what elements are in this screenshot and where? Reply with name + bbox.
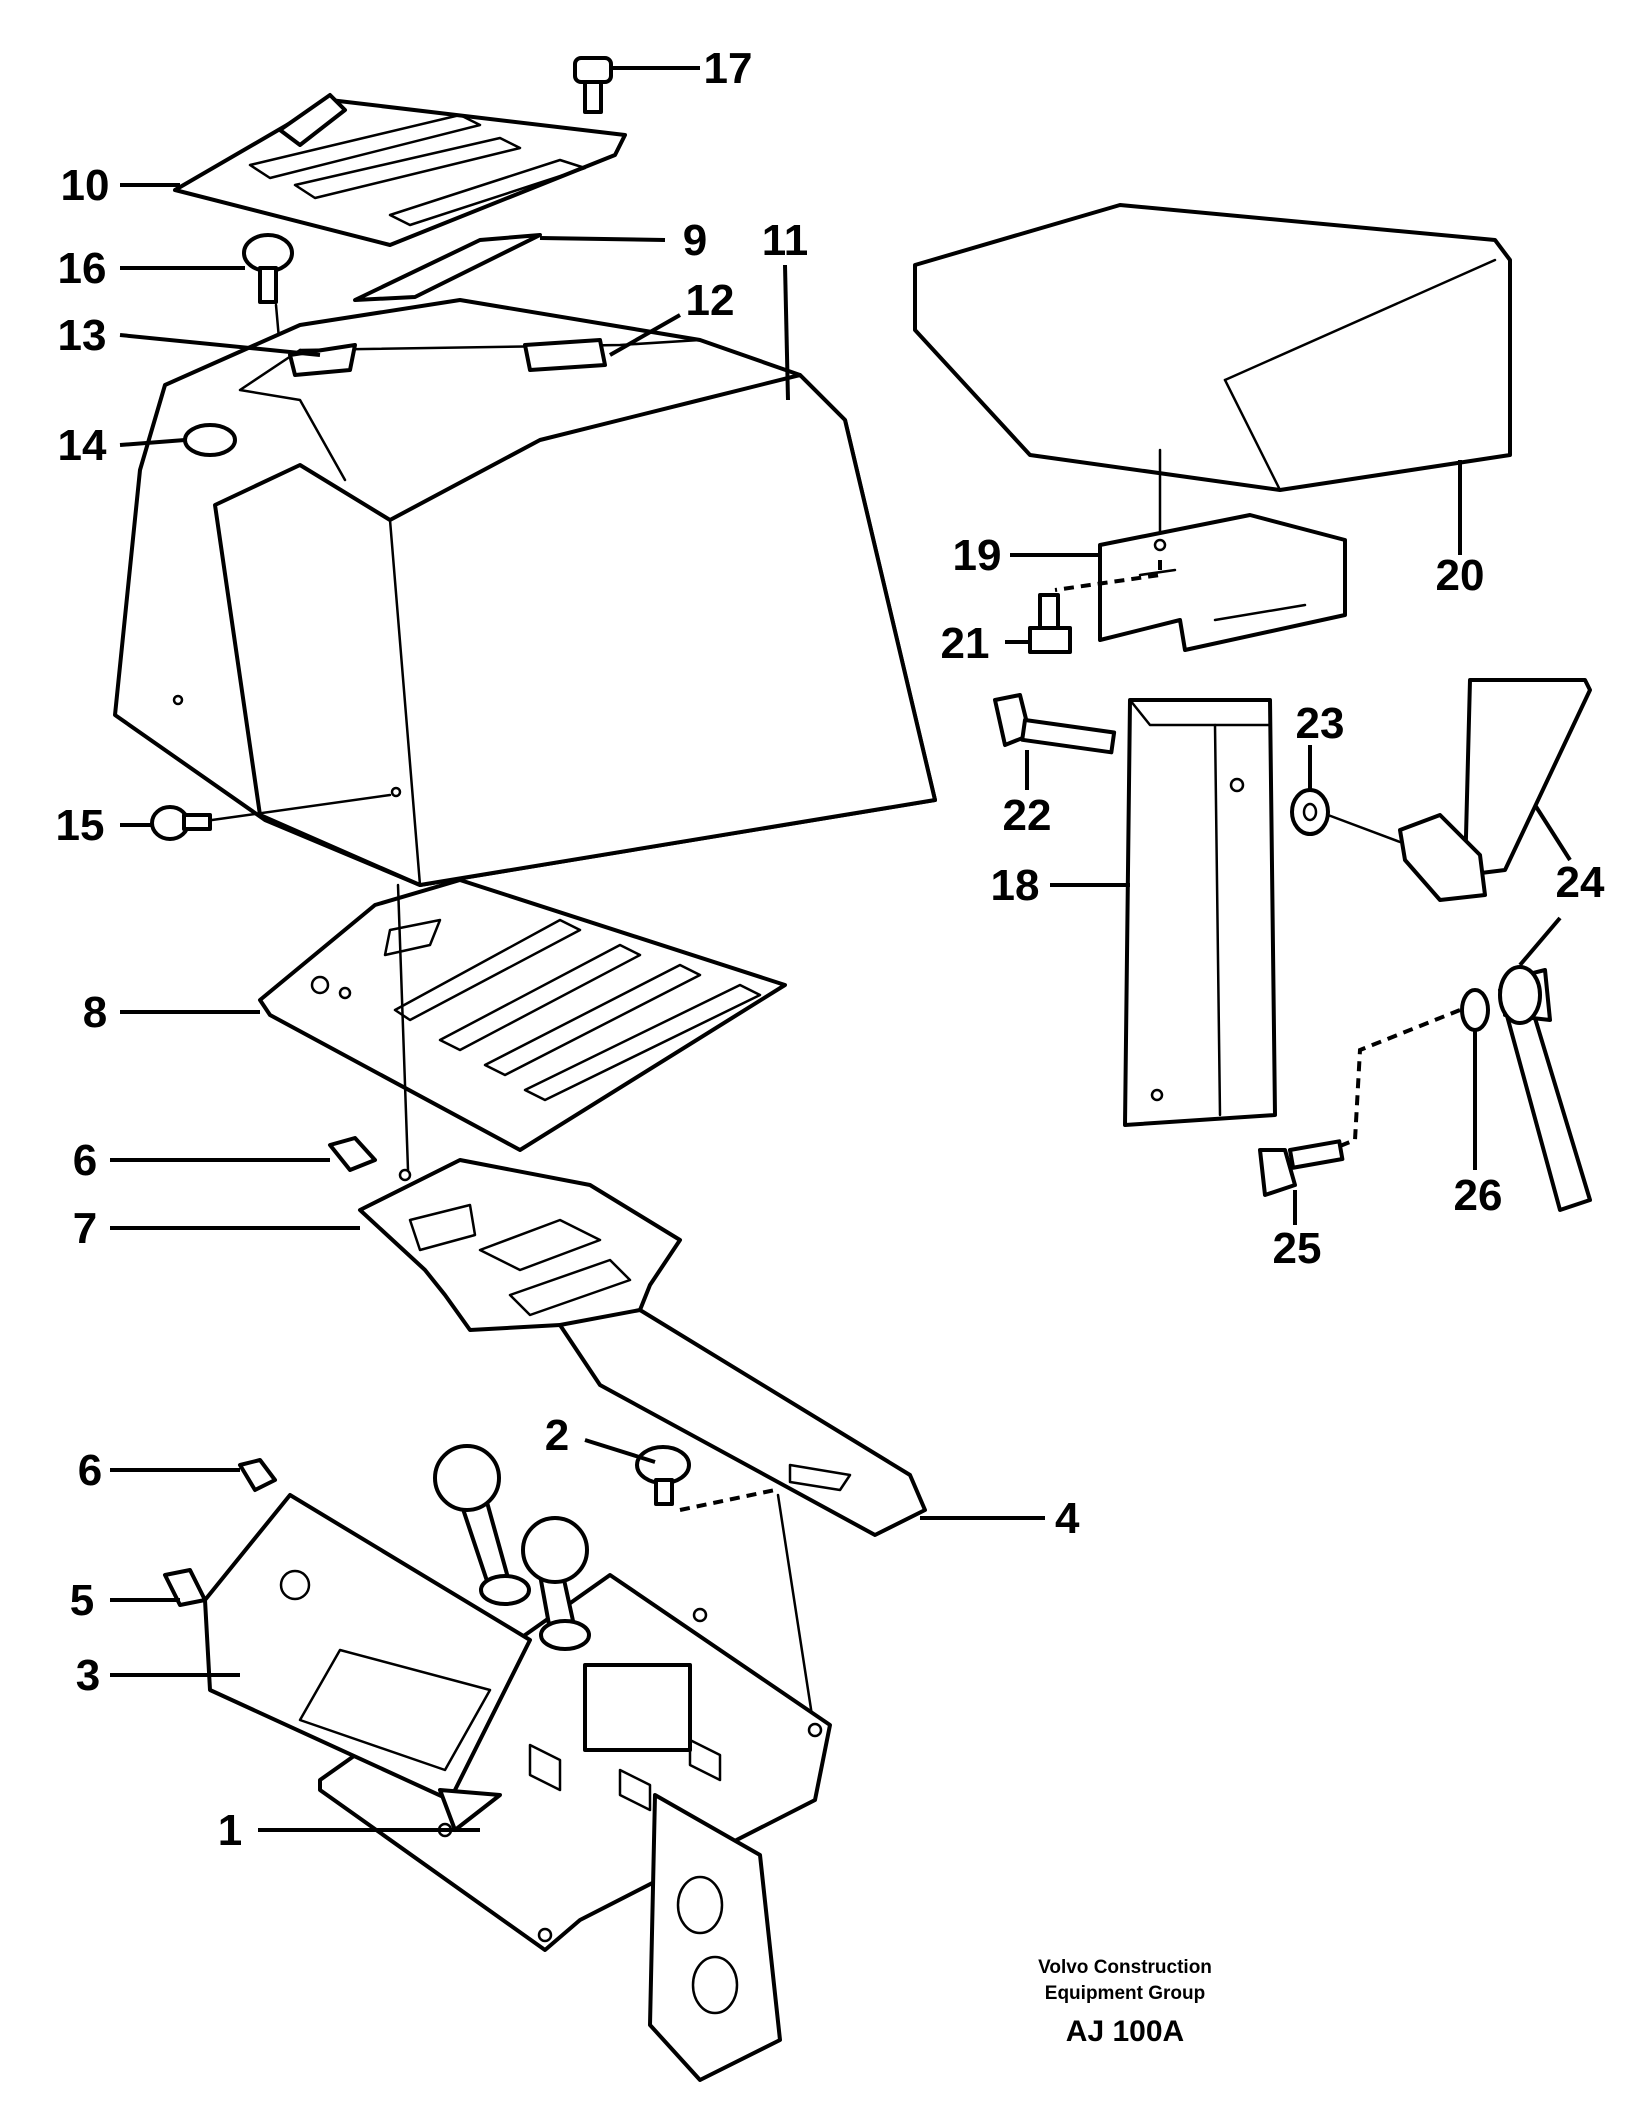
- callout-22: 22: [1003, 791, 1052, 840]
- callout-25: 25: [1273, 1224, 1322, 1273]
- callout-4: 4: [1055, 1494, 1080, 1543]
- callout-11: 11: [762, 216, 809, 265]
- publisher-caption: Volvo Construction Equipment Group AJ 10…: [960, 1955, 1290, 2049]
- leader-2: [584, 1438, 656, 1464]
- callout-2: 2: [545, 1411, 569, 1460]
- part-18-tube: [1123, 698, 1277, 1127]
- leader-13: [119, 333, 321, 357]
- callout-19: 19: [953, 531, 1002, 580]
- callout-17: 17: [704, 44, 753, 93]
- callout-14: 14: [58, 421, 107, 470]
- leader-24a: [1533, 803, 1572, 862]
- part-9-strip: [353, 233, 542, 302]
- callout-labels: 1 2 3 4 5 6 6 7 8 9 10 11 12 13 14 15 16…: [56, 44, 1605, 1855]
- callout-9: 9: [683, 216, 707, 265]
- callout-6-lower: 6: [78, 1446, 102, 1495]
- part-22-bolt: [993, 693, 1117, 755]
- callout-12: 12: [686, 276, 735, 325]
- part-23-washer: [1290, 788, 1402, 844]
- callout-26: 26: [1454, 1171, 1503, 1220]
- callout-6-upper: 6: [73, 1136, 97, 1185]
- part-26-washer: [1329, 988, 1490, 1152]
- part-25-bolt: [1258, 1139, 1345, 1197]
- callout-18: 18: [991, 861, 1040, 910]
- part-4-long-bracket: [558, 1308, 927, 1537]
- leader-12: [609, 313, 681, 357]
- part-21-screw: [1028, 593, 1072, 654]
- part-24-handle-lower: [1498, 965, 1592, 1212]
- part-2-screw: [635, 1445, 817, 1737]
- callout-15: 15: [56, 801, 105, 850]
- callout-20: 20: [1436, 551, 1485, 600]
- callout-24: 24: [1556, 858, 1605, 907]
- callout-1: 1: [218, 1806, 242, 1855]
- callout-21: 21: [941, 619, 990, 668]
- callout-7: 7: [73, 1204, 97, 1253]
- part-19-u-bracket: [1054, 513, 1347, 652]
- part-6-clip-upper: [328, 1136, 377, 1172]
- leader-14: [119, 438, 186, 447]
- part-8-grille-plate: [258, 878, 787, 1172]
- callout-5: 5: [70, 1576, 94, 1625]
- part-20-armrest-cushion: [913, 203, 1512, 562]
- part-1-base-plate: [318, 1573, 832, 2082]
- control-levers: [433, 1444, 591, 1651]
- callout-23: 23: [1296, 699, 1345, 748]
- callout-3: 3: [76, 1651, 100, 1700]
- leader-9: [539, 236, 666, 242]
- callout-8: 8: [83, 988, 107, 1037]
- leader-lines: [110, 66, 1572, 1832]
- part-24-handle-upper: [1398, 678, 1592, 902]
- drawing-code: AJ 100A: [1065, 2015, 1185, 2048]
- part-11-console-cover: [113, 298, 937, 887]
- callout-13: 13: [58, 311, 107, 360]
- part-6-clip-lower: [238, 1458, 277, 1492]
- part-10-top-plate: [173, 93, 627, 247]
- caption-line-2: Equipment Group: [1044, 1983, 1206, 2004]
- part-17-screw: [573, 56, 613, 114]
- caption-line-1: Volvo Construction: [1038, 1957, 1212, 1978]
- callout-10: 10: [61, 161, 110, 210]
- leader-11: [783, 264, 790, 401]
- callout-16: 16: [58, 244, 107, 293]
- leader-24b: [1518, 916, 1562, 967]
